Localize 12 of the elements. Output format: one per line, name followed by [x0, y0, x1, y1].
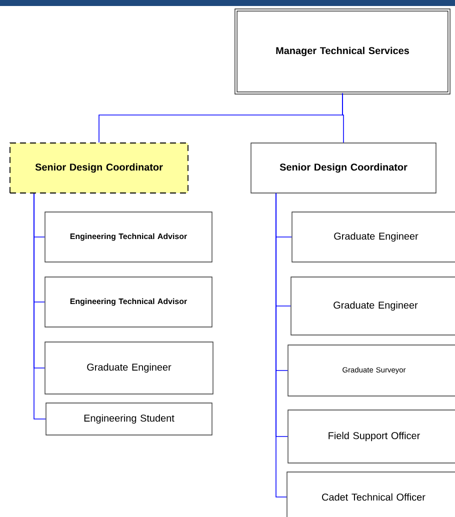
- connector-line: [342, 92, 344, 144]
- connector-line: [34, 193, 46, 420]
- position-box: Graduate Engineer: [292, 212, 455, 262]
- position-box: Field Support Officer: [288, 410, 455, 464]
- position-box: Graduate Engineer: [290, 276, 455, 336]
- connector-line: [276, 192, 288, 498]
- highlighted-box: Senior Design Coordinator: [10, 142, 188, 194]
- manager-box: Manager Technical Services: [234, 8, 450, 94]
- position-box: Graduate Engineer: [44, 342, 214, 394]
- position-box: Senior Design Coordinator: [250, 142, 436, 194]
- position-box: Cadet Technical Officer: [286, 472, 455, 517]
- position-box: Engineering Student: [46, 402, 212, 436]
